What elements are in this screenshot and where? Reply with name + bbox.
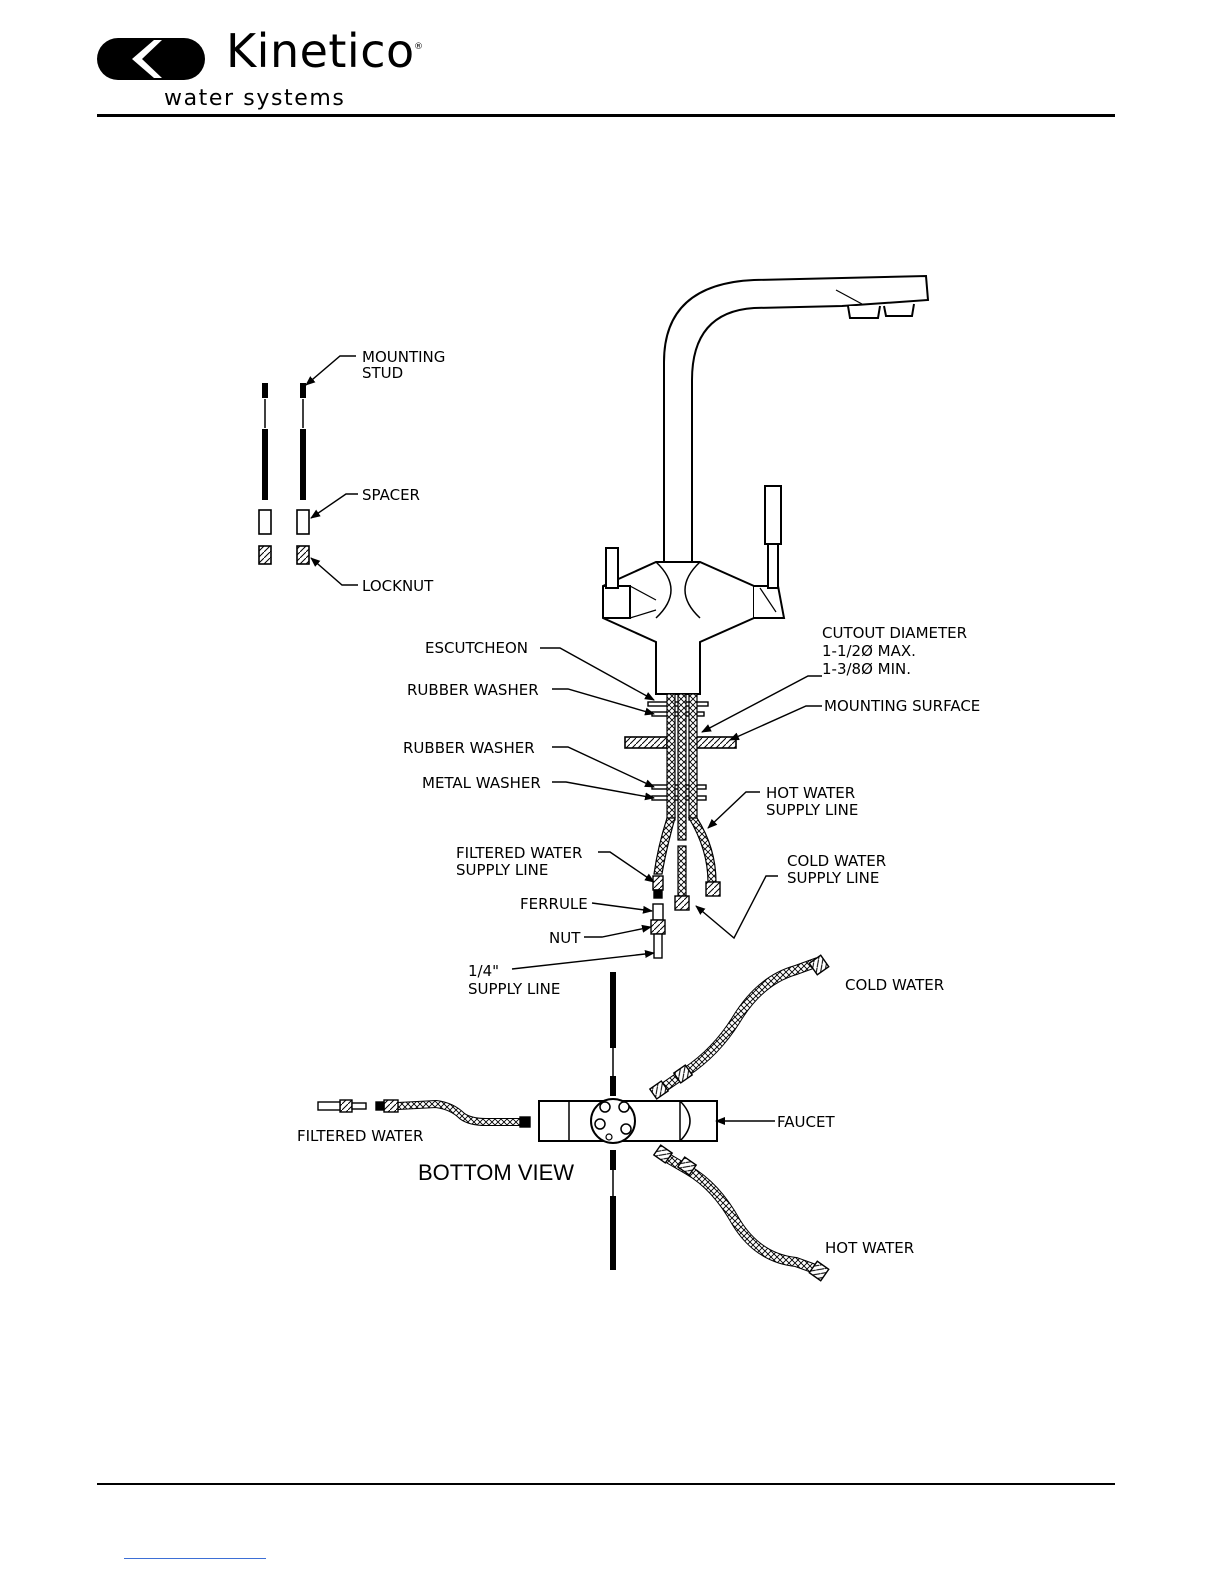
label-hot-water-supply-2: SUPPLY LINE <box>766 801 858 819</box>
label-quarter-inch-2: SUPPLY LINE <box>468 980 560 998</box>
label-cold-water-supply-1: COLD WATER <box>787 852 886 870</box>
footer-rule <box>97 1483 1115 1485</box>
leader-lines <box>305 355 822 1125</box>
footer-link-underline[interactable] <box>124 1558 266 1559</box>
label-quarter-inch-1: 1/4" <box>468 962 499 980</box>
brand-name: Kinetico <box>226 24 415 78</box>
label-cold-water-supply-2: SUPPLY LINE <box>787 869 879 887</box>
mounting-studs <box>262 383 306 500</box>
label-mounting-surface: MOUNTING SURFACE <box>824 697 980 715</box>
callout-labels: MOUNTING STUD SPACER LOCKNUT ESCUTCHEON … <box>297 348 980 1257</box>
label-mounting-stud-1: MOUNTING <box>362 348 445 366</box>
bottom-view-fittings <box>317 954 830 1282</box>
label-rubber-washer-upper: RUBBER WASHER <box>407 681 539 699</box>
label-cold-water: COLD WATER <box>845 976 944 994</box>
label-faucet: FAUCET <box>777 1113 835 1131</box>
label-cutout-diameter-2: 1-1/2Ø MAX. <box>822 642 916 660</box>
locknuts <box>258 545 310 565</box>
label-filtered-water-supply-2: SUPPLY LINE <box>456 861 548 879</box>
label-nut: NUT <box>549 929 581 947</box>
label-mounting-stud-2: STUD <box>362 364 403 382</box>
label-ferrule: FERRULE <box>520 895 588 913</box>
label-cutout-diameter-1: CUTOUT DIAMETER <box>822 624 967 642</box>
kinetico-logo-icon <box>97 38 205 80</box>
header-rule <box>97 114 1115 117</box>
label-hot-water-supply-1: HOT WATER <box>766 784 855 802</box>
label-filtered-water-supply-1: FILTERED WATER <box>456 844 582 862</box>
spacers <box>258 509 310 535</box>
supply-line-bundle <box>653 693 717 897</box>
faucet-side-view <box>602 274 930 695</box>
label-filtered-water: FILTERED WATER <box>297 1127 423 1145</box>
label-locknut: LOCKNUT <box>362 577 434 595</box>
bottom-view-hoses <box>397 957 820 1275</box>
line-fittings <box>650 875 721 959</box>
label-spacer: SPACER <box>362 486 420 504</box>
label-rubber-washer-lower: RUBBER WASHER <box>403 739 535 757</box>
label-bottom-view: BOTTOM VIEW <box>418 1160 574 1185</box>
label-metal-washer: METAL WASHER <box>422 774 541 792</box>
bottom-view <box>538 972 718 1270</box>
registered-mark: ® <box>414 42 423 52</box>
brand-tagline: water systems <box>164 86 346 111</box>
label-escutcheon: ESCUTCHEON <box>425 639 528 657</box>
label-hot-water: HOT WATER <box>825 1239 914 1257</box>
label-cutout-diameter-3: 1-3/8Ø MIN. <box>822 660 911 678</box>
